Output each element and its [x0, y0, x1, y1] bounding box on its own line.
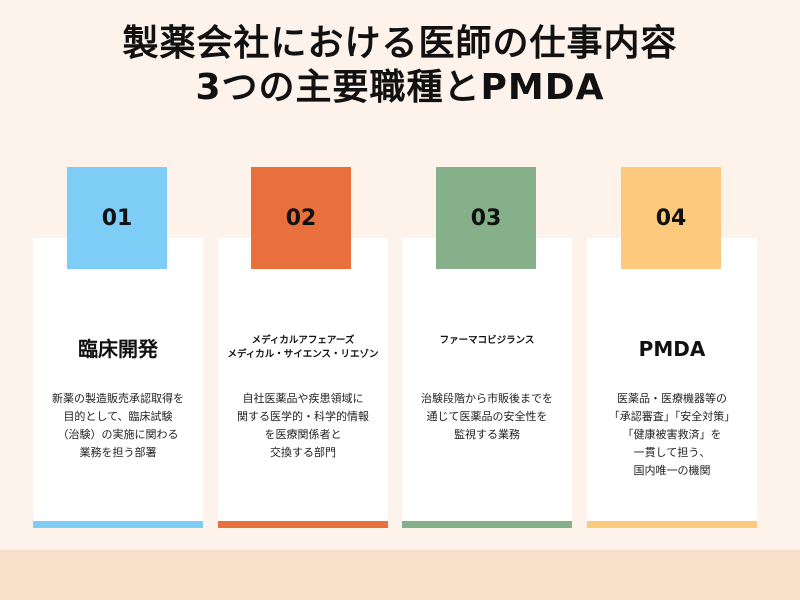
card-description: 自社医薬品や疾患領域に関する医学的・科学的情報を医療関係者と交換する部門 — [222, 390, 384, 462]
card-description: 医薬品・医療機器等の「承認審査」「安全対策」「健康被害救済」を一貫して担う、国内… — [591, 390, 753, 480]
card-description: 治験段階から市販後までを通じて医薬品の安全性を監視する業務 — [406, 390, 568, 444]
card-description-line: （治験）の実施に関わる — [57, 428, 179, 441]
card-accent-bar — [33, 521, 203, 528]
card-number-box: 01 — [67, 167, 167, 269]
card-description-line: 新薬の製造販売承認取得を — [52, 392, 184, 405]
card-accent-bar — [218, 521, 388, 528]
card-number: 03 — [470, 205, 502, 231]
card-description-line: 交換する部門 — [270, 446, 336, 459]
card-title-line: PMDA — [638, 337, 706, 361]
card-03: ファーマコビジランス治験段階から市販後までを通じて医薬品の安全性を監視する業務 — [402, 238, 572, 528]
card-number: 04 — [655, 205, 687, 231]
card-description-line: 目的として、臨床試験 — [63, 410, 173, 423]
card-accent-bar — [587, 521, 757, 528]
bottom-band — [0, 550, 800, 600]
card-description-line: 業務を担う部署 — [79, 446, 157, 459]
card-description-line: 治験段階から市販後までを — [421, 392, 553, 405]
card-accent-bar — [402, 521, 572, 528]
card-number-box: 02 — [251, 167, 351, 269]
card-number: 01 — [101, 205, 133, 231]
card-02: メディカルアフェアーズメディカル・サイエンス・リエゾン自社医薬品や疾患領域に関す… — [218, 238, 388, 528]
card-description-line: 「健康被害救済」を — [622, 428, 722, 441]
card-number: 02 — [285, 205, 317, 231]
card-description-line: 関する医学的・科学的情報 — [237, 410, 369, 423]
card-title: ファーマコビジランス — [402, 334, 572, 348]
card-title: PMDA — [587, 336, 757, 362]
card-04: PMDA 医薬品・医療機器等の「承認審査」「安全対策」「健康被害救済」を一貫して担… — [587, 238, 757, 528]
card-description-line: 国内唯一の機関 — [633, 464, 711, 477]
card-description-line: 自社医薬品や疾患領域に — [242, 392, 364, 405]
card-number-box: 03 — [436, 167, 536, 269]
card-01: 臨床開発新薬の製造販売承認取得を目的として、臨床試験 （治験）の実施に関わる業務を… — [33, 238, 203, 528]
card-number-box: 04 — [621, 167, 721, 269]
title-line-2: 3つの主要職種とPMDA — [195, 67, 605, 108]
card-title: メディカルアフェアーズメディカル・サイエンス・リエゾン — [218, 334, 388, 362]
card-description: 新薬の製造販売承認取得を目的として、臨床試験 （治験）の実施に関わる業務を担う部署 — [37, 390, 199, 462]
card-title-line: メディカルアフェアーズ — [251, 335, 355, 346]
title-line-1: 製薬会社における医師の仕事内容 — [122, 23, 678, 64]
card-description-line: 医薬品・医療機器等の — [617, 392, 727, 405]
card-title-line: メディカル・サイエンス・リエゾン — [227, 349, 379, 360]
card-title-line: 臨床開発 — [78, 337, 158, 361]
card-description-line: を医療関係者と — [264, 428, 342, 441]
card-description-line: 監視する業務 — [454, 428, 520, 441]
page-title: 製薬会社における医師の仕事内容 3つの主要職種とPMDA — [0, 22, 800, 110]
card-description-line: 「承認審査」「安全対策」 — [608, 410, 736, 423]
card-description-line: 通じて医薬品の安全性を — [426, 410, 548, 423]
card-title-line: ファーマコビジランス — [439, 335, 535, 346]
card-description-line: 一貫して担う、 — [633, 446, 711, 459]
card-title: 臨床開発 — [33, 336, 203, 362]
